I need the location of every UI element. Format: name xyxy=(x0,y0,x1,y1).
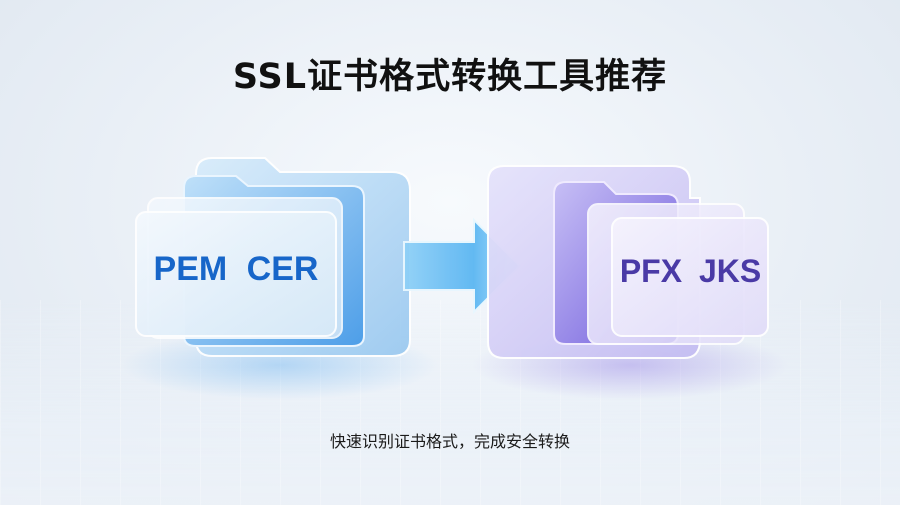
page-title: SSL证书格式转换工具推荐 xyxy=(232,57,668,97)
source-formats-label: PEM CER xyxy=(153,250,319,288)
target-formats-label: PFX JKS xyxy=(619,253,762,289)
source-folder-icon xyxy=(135,157,411,357)
subtitle: 快速识别证书格式，完成安全转换 xyxy=(329,432,570,451)
target-folder-icon xyxy=(487,165,769,359)
